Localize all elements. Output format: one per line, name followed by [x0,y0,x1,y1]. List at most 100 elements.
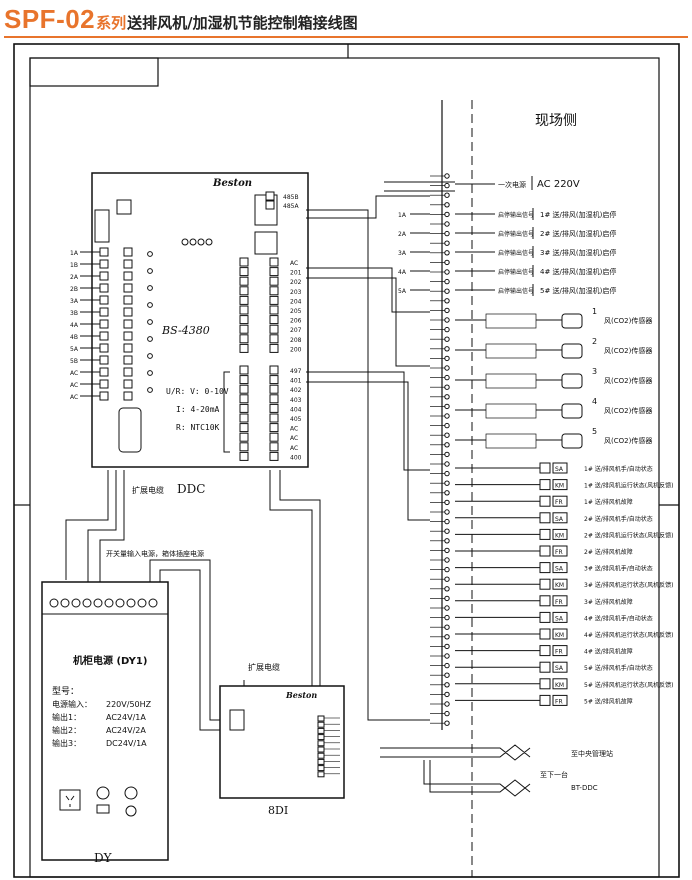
ddc-ao-terminal [269,315,279,325]
ddc-left-terminal [99,283,109,293]
ddc-ao-terminal [269,276,279,286]
sdi-terminal [317,715,325,722]
status-tag [552,678,568,690]
status-contact [539,512,551,524]
ddc-signal-note-3: R: NTC10K [176,423,220,432]
status-tag [552,578,568,590]
ddc-left-terminal-label: 3B [70,310,78,317]
fan-start-source: 启停输出信号 [498,211,534,219]
dy-terminal [60,598,70,608]
dy-switch-note: 开关量输入电源，箱体插座电源 [106,549,204,558]
status-feedback-code: KM [555,582,564,589]
bottom-center-label: 至中央管理站 [571,749,613,758]
sdi-expansion-cable-label: 扩展电缆 [248,662,280,672]
ddc-ao-led [239,315,249,325]
ddc-left-terminal-label: 4A [70,322,79,329]
fan-start-terminal: 1A [398,212,407,219]
sensor-number: 5 [592,427,597,436]
strip-terminal [444,710,450,717]
strip-terminal [444,643,450,650]
strip-terminal [444,461,450,467]
ddc-ao-led [239,334,249,344]
sensor-wiring-block [485,403,537,419]
strip-terminal [444,422,450,429]
ddc-left-relay [123,379,133,389]
ddc-di-led [239,432,249,442]
strip-terminal [444,490,450,496]
strip-terminal [444,413,450,419]
ddc-di-terminal [269,423,279,433]
status-feedback-code: SA [555,615,564,622]
strip-terminal [444,624,450,630]
fan-start-label: 1# 送/排风(加湿机)启停 [540,210,616,219]
ddc-ao-led [239,324,249,334]
dy-terminal [148,598,158,608]
status-tag [552,694,568,706]
ddc-ao-terminal [269,257,279,267]
product-code: SPF-02 [4,4,96,34]
ddc-ao-led [239,276,249,286]
ddc-di-terminal-label: 402 [290,387,302,394]
ddc-left-terminal [99,343,109,353]
dy-terminal [49,598,59,608]
strip-terminal [444,499,450,506]
ddc-di-led [239,375,249,385]
sensor-output-label: 风(CO2)传感器 [604,376,652,385]
ddc-ao-terminal-label: 205 [290,308,302,315]
header-divider [4,36,688,38]
strip-terminal [444,298,450,304]
strip-terminal [444,451,450,458]
status-tag [552,611,568,623]
ddc-left-terminal [99,331,109,341]
ddc-ao-terminal-label: AC [290,260,298,267]
ddc-di-terminal [269,442,279,452]
ddc-di-terminal [269,403,279,413]
ddc-left-relay [123,271,133,281]
ddc-di-led [239,451,249,461]
strip-terminal [444,691,450,698]
strip-terminal [444,576,450,582]
ddc-left-relay [123,307,133,317]
sensor-device [561,313,583,329]
ddc-left-relay [123,367,133,377]
strip-terminal [444,173,450,179]
status-label: 5# 送/排风机手/自动状态 [584,664,653,672]
strip-terminal [444,566,450,573]
ddc-di-terminal [269,365,279,375]
ddc-left-terminal [99,319,109,329]
strip-terminal [444,182,450,189]
strip-terminal [444,384,450,390]
strip-terminal [444,442,450,448]
dy-spec-key: 输出1： [52,712,81,722]
ddc-di-terminal-label: 405 [290,416,302,423]
sensor-wiring-block [485,313,537,329]
strip-terminal [444,518,450,525]
ddc-di-led [239,394,249,404]
fan-start-label: 5# 送/排风(加湿机)启停 [540,286,616,295]
status-label: 2# 送/排风机手/自动状态 [584,515,653,523]
sdi-label: 8DI [268,804,288,817]
strip-terminal [444,250,450,256]
sensor-number: 1 [592,307,597,316]
ddc-di-led [239,403,249,413]
dy-spec-key: 输出3： [52,738,81,748]
ddc-left-terminal-label: 2A [70,274,79,281]
status-label: 2# 送/排风机故障 [584,548,633,556]
ddc-led-column [147,238,213,393]
ddc-model: BS-4380 [161,324,210,337]
ddc-to-dy-wiring [65,470,321,717]
status-feedback-code: KM [555,632,564,639]
ddc-left-relay [123,295,133,305]
status-contact [539,661,551,673]
ddc-left-terminal-label: AC [70,394,78,401]
ddc-left-relay [123,259,133,269]
series-label: 系列 [96,14,127,32]
strip-terminal [444,365,450,371]
strip-terminal [444,269,450,275]
ddc-expansion-cable-label: 扩展电缆 [132,485,164,495]
strip-terminal [444,288,450,294]
cabinet-frame [29,57,660,878]
ddc-di-terminal [269,432,279,442]
status-tag [552,495,568,507]
